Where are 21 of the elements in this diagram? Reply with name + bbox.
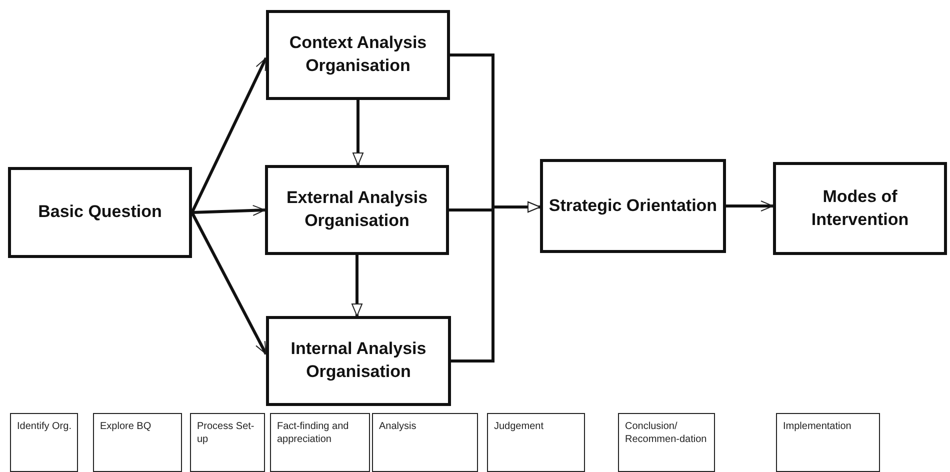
- phase-box: Judgement: [487, 413, 585, 472]
- process-box: Internal Analysis Organisation: [266, 316, 451, 406]
- process-box: Strategic Orientation: [540, 159, 726, 253]
- arrow: [190, 212, 268, 355]
- phase-box: Explore BQ: [93, 413, 182, 472]
- process-box: External Analysis Organisation: [265, 165, 449, 255]
- phase-box: Fact-finding and appreciation: [270, 413, 370, 472]
- arrow: [451, 202, 540, 362]
- phase-box: Analysis: [372, 413, 478, 472]
- arrow: [352, 255, 362, 316]
- arrow: [192, 204, 266, 216]
- phase-box: Implementation: [776, 413, 880, 472]
- phase-box: Conclusion/ Recommen-dation: [618, 413, 715, 472]
- arrow: [190, 57, 268, 214]
- process-box: Basic Question: [8, 167, 192, 258]
- arrow: [726, 200, 774, 212]
- phase-box: Identify Org.: [10, 413, 78, 472]
- process-box: Modes of Intervention: [773, 162, 947, 255]
- phase-box: Process Set-up: [190, 413, 265, 472]
- process-box: Context Analysis Organisation: [266, 10, 450, 100]
- arrow: [352, 100, 364, 166]
